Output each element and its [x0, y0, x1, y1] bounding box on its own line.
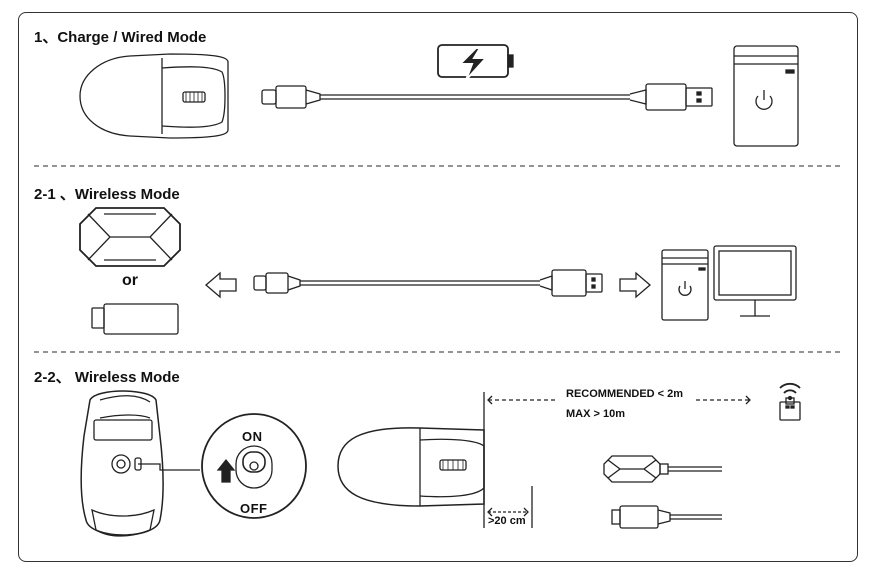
pc-tower-icon — [661, 249, 709, 321]
usb-c-cable-icon — [253, 269, 603, 297]
battery-charging-icon — [437, 44, 514, 81]
charging-dock-icon — [79, 207, 181, 267]
monitor-icon — [713, 245, 797, 317]
wireless-signal-icon — [779, 382, 801, 401]
max-range-label: MAX > 10m — [566, 408, 625, 420]
power-switch-closeup-icon — [201, 413, 307, 519]
section-1-title: 1、Charge / Wired Mode — [34, 29, 207, 46]
switch-on-label: ON — [242, 429, 263, 444]
recommended-range-label: RECOMMENDED < 2m — [566, 388, 684, 400]
mouse-top-view-icon — [79, 53, 229, 139]
distance-label: >20 cm — [488, 515, 526, 527]
mouse-side-view-icon — [337, 427, 485, 507]
pc-tower-icon — [733, 45, 799, 147]
section-2-2-title: 2-2、 Wireless Mode — [34, 369, 180, 386]
usb-c-cable-icon — [261, 83, 713, 111]
or-label: or — [122, 272, 138, 289]
arrow-right-icon — [619, 271, 651, 299]
dongle-cable-icon — [611, 505, 722, 529]
wireless-dongle-icon — [91, 303, 179, 335]
receiver-dongle-icon — [779, 397, 801, 421]
diagram-frame — [18, 12, 858, 562]
switch-off-label: OFF — [240, 501, 268, 516]
up-arrow-icon — [216, 458, 236, 483]
measurement-lines — [483, 392, 751, 528]
section-2-1-title: 2-1 、Wireless Mode — [34, 186, 180, 203]
callout-line — [138, 463, 200, 471]
charging-dock-cable-icon — [603, 455, 722, 483]
arrow-left-icon — [205, 271, 237, 299]
